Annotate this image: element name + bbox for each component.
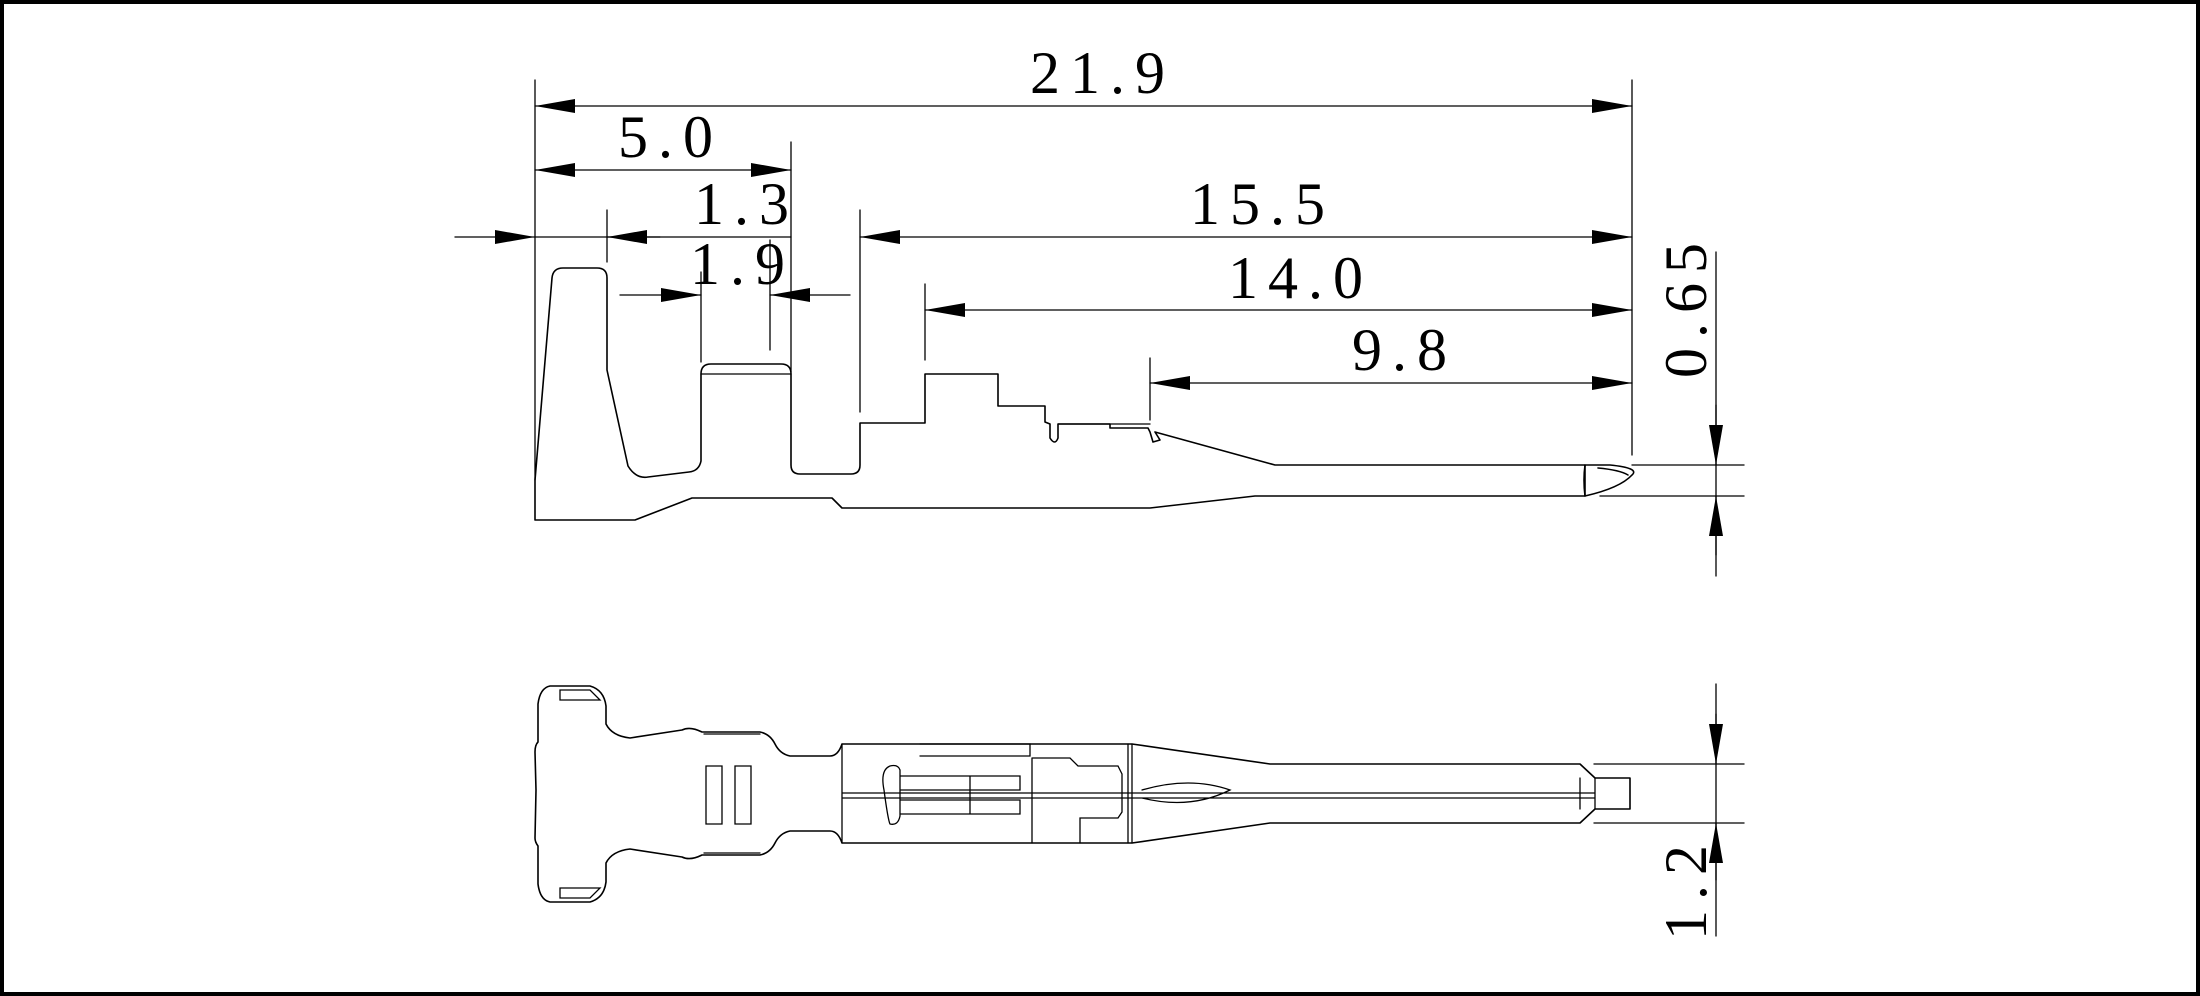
dim-overall-length: 21.9 (1030, 40, 1175, 106)
dim-front-to-crimp: 5.0 (618, 104, 723, 170)
dim-to-box-start: 9.8 (1352, 317, 1457, 383)
contact-tip (1583, 464, 1635, 497)
dim-tab-gap: 1.3 (694, 171, 799, 237)
side-view-outline (534, 267, 1586, 521)
dim-crimp-width: 1.9 (690, 231, 795, 297)
dimension-labels: 21.9 5.0 1.3 1.9 15.5 14.0 9.8 0.65 1.2 (618, 40, 1719, 940)
side-view (534, 267, 1635, 521)
dimension-lines (454, 79, 1745, 937)
dim-contact-width: 1.2 (1653, 835, 1719, 940)
dim-to-lance: 14.0 (1228, 245, 1373, 311)
top-view (534, 685, 1631, 903)
top-view-outline (534, 685, 1631, 903)
dim-contact-thickness: 0.65 (1653, 233, 1719, 378)
top-view-details (559, 689, 1596, 899)
dim-to-contact-end: 15.5 (1190, 171, 1335, 237)
